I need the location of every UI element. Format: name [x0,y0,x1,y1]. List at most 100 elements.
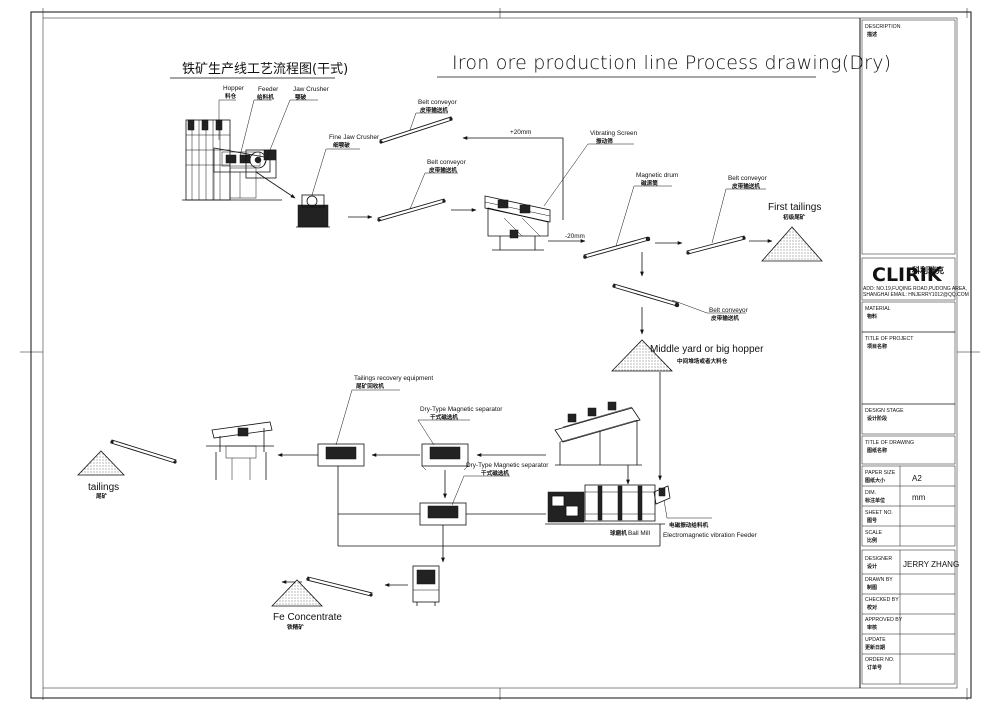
belt-conveyor-middle-label-cn: 皮带输送机 [710,314,739,322]
belt-conveyor-top [379,116,453,144]
belt-conveyor-right [686,235,746,255]
description-label-cn: 描述 [866,31,877,38]
paper-size-label-cn: 图纸大小 [865,477,885,484]
dewatering-screen [206,421,274,480]
approved-by-label-cn: 审核 [867,624,877,631]
belt-conveyor-middle [612,283,680,308]
drawn-by-label: DRAWN BY [865,577,893,583]
jaw-crusher-label-cn: 颚破 [295,93,307,101]
belt-conveyor-top-label: Belt conveyor [418,99,458,106]
feeder-label: Feeder [258,86,279,93]
main-title: Iron ore production line Process drawing… [452,52,891,74]
order-no-label: ORDER NO. [865,657,894,663]
dim-value: mm [912,493,926,502]
feed-elevator-frame [554,401,642,466]
minus-20mm-label: -20mm [565,233,585,240]
paper-size-label: PAPER SIZE [865,470,896,476]
title-block [859,18,956,688]
paper-size-value: A2 [912,474,922,483]
title-of-project-label-cn: 项目名称 [867,343,887,350]
tailings-pile [77,450,125,476]
title-of-drawing-label-cn: 图纸名称 [867,447,887,454]
sheet-no-label-cn: 图号 [867,517,877,524]
tailings-recovery-label-cn: 尾矿回收机 [356,382,384,390]
hopper-label: Hopper [223,85,245,92]
middle-yard-pile [611,339,673,372]
vibration-feeder-label-cn: 电磁振动给料机 [669,521,709,529]
tailings-conveyor [110,439,177,464]
designer-value: JERRY ZHANG [903,560,959,569]
ball-mill-label-cn: 球磨机 [610,529,627,537]
tailings-label-cn: 尾矿 [96,492,108,500]
description-label: DESCRIPTION [865,24,901,30]
drawn-by-label-cn: 制图 [867,584,877,591]
feeder-label-cn: 给料机 [257,93,274,101]
checked-by-label: CHECKED BY [865,597,899,603]
belt-conveyor-second-label: Belt conveyor [427,159,467,166]
approved-by-label: APPROVED BY [865,617,903,623]
tailings-label: tailings [88,482,119,493]
belt-conveyor-second [377,198,446,222]
dry-separator-1-label-cn: 干式磁选机 [430,413,458,421]
plus-20mm-label: +20mm [510,129,532,136]
concentrate-conveyor [306,576,373,597]
chinese-title: 铁矿生产线工艺流程图(干式) [182,62,348,77]
tailings-recovery-equipment [317,443,365,467]
designer-label: DESIGNER [865,556,892,562]
designer-label-cn: 设计 [867,563,877,570]
hopper-feeder-jaw-plant [182,119,282,201]
fe-concentrate-label: Fe Concentrate [273,612,342,623]
fe-concentrate-pile [271,579,323,607]
design-stage-label-cn: 设计阶段 [867,415,887,422]
dim-label-cn: 标注单位 [864,497,885,504]
ball-mill-label: Ball Mill [628,530,650,537]
middle-yard-label-cn: 中间堆场或者大料仓 [677,357,728,365]
scale-label: SCALE [865,530,883,536]
clirik-logo: CLIRIK [872,264,943,286]
first-tailings-label: First tailings [768,202,821,213]
dry-separator-2-label-cn: 干式磁选机 [481,469,509,477]
dry-magnetic-separator-1 [421,443,469,471]
magnetic-drum-conveyor [583,236,651,259]
company-address-line2: SHANGHAI EMAIL: HNJERRY1012@QQ.COM [863,292,969,298]
first-tailings-label-cn: 初级尾矿 [783,213,806,221]
dry-separator-1-label: Dry-Type Magnetic separator [420,406,503,413]
belt-conveyor-top-label-cn: 皮带输送机 [419,106,448,114]
material-label-cn: 物料 [867,313,877,320]
magnetic-drum-label-cn: 磁滚筒 [641,179,658,187]
clirik-logo-cn: 科利瑞克 [912,265,944,275]
dry-separator-2-label: Dry-Type Magnetic separator [466,462,549,469]
order-no-label-cn: 订单号 [867,664,882,671]
hopper-label-cn: 料仓 [225,92,237,100]
checked-by-label-cn: 校对 [867,604,877,611]
electromagnetic-vibration-feeder [653,485,671,505]
belt-conveyor-right-label-cn: 皮带输送机 [731,182,760,190]
belt-conveyor-second-label-cn: 皮带输送机 [428,166,457,174]
tailings-recovery-label: Tailings recovery equipment [354,375,433,382]
dry-magnetic-separator-2 [419,502,467,526]
update-label: UPDATE [865,637,886,643]
scale-label-cn: 比例 [867,537,877,544]
magnetic-drum-label: Magnetic drum [636,172,678,179]
sheet-no-label: SHEET NO. [865,510,893,516]
belt-conveyor-right-label: Belt conveyor [728,175,768,182]
design-stage-label: DESIGN STAGE [865,408,904,414]
dim-label: DIM. [865,490,876,496]
ball-mill [545,484,665,525]
vibration-feeder-label: Electromagnetic vibration Feeder [663,532,758,539]
fe-concentrate-label-cn: 铁精矿 [287,623,304,631]
middle-yard-label: Middle yard or big hopper [650,344,764,355]
fine-jaw-crusher-label: Fine Jaw Crusher [329,134,380,141]
title-of-project-label: TITLE OF PROJECT [865,336,914,342]
fine-jaw-crusher-label-cn: 细颚破 [333,141,350,149]
first-tailings-pile [761,226,823,262]
concentrate-packer [412,565,440,606]
belt-conveyor-middle-label: Belt conveyor [709,307,749,314]
title-of-drawing-label: TITLE OF DRAWING [865,440,914,446]
vibrating-screen-label-cn: 振动筛 [596,137,613,145]
drawing-frame [20,8,980,700]
company-address-line1: ADD: NO.19,FUQING ROAD,PUDONG AREA, [863,286,967,292]
jaw-crusher-label: Jaw Crusher [293,86,330,93]
update-label-cn: 更新日期 [865,644,885,651]
